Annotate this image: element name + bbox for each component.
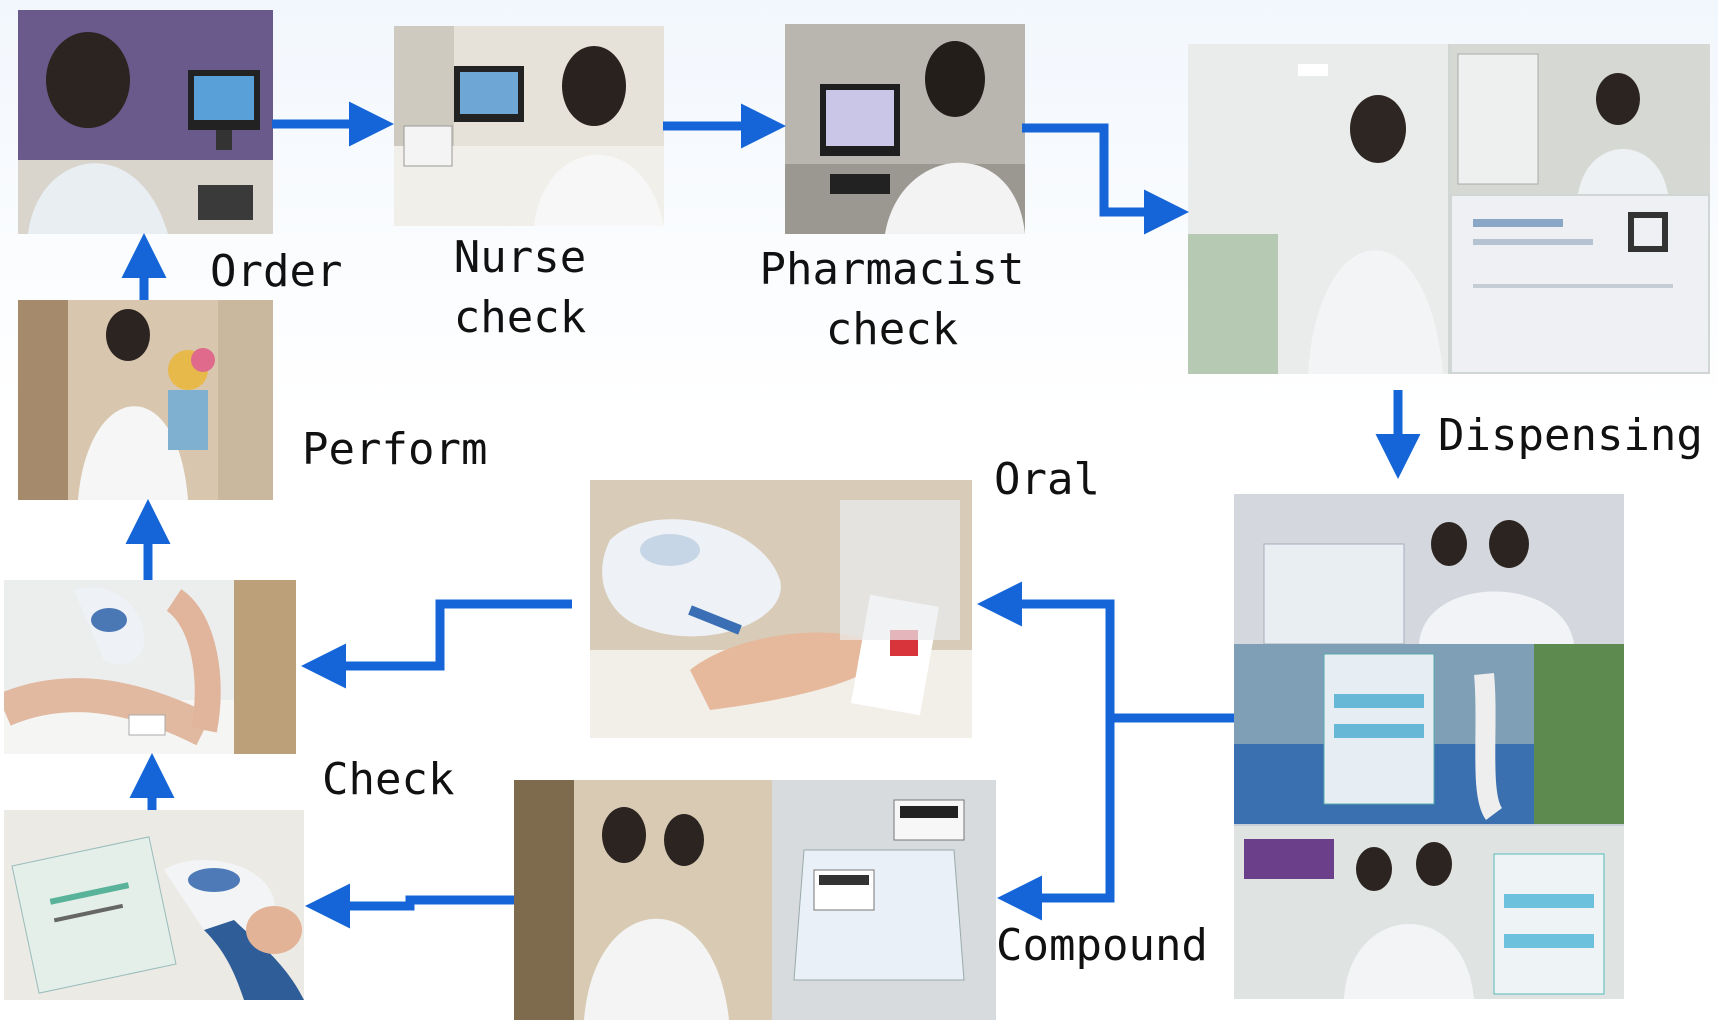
- label-pharmacist-check: Pharmacist check: [759, 244, 1025, 355]
- photo-wristband-scan: [4, 580, 296, 754]
- photo-oral: [590, 480, 972, 738]
- photo-order: [18, 10, 273, 234]
- photo-nurse-check: [394, 26, 664, 226]
- label-order: Order: [210, 246, 343, 297]
- label-nurse-check: Nurse check: [453, 232, 587, 343]
- label-check: Check: [322, 754, 455, 805]
- photo-carts: [1234, 494, 1624, 999]
- label-dispensing: Dispensing: [1438, 410, 1703, 461]
- arrow-compound-to-check: [305, 883, 514, 929]
- photo-compound: [514, 780, 996, 1020]
- photo-dispensing: [1188, 44, 1710, 374]
- photo-pharmacist-check: [785, 24, 1025, 234]
- label-compound: Compound: [996, 920, 1208, 971]
- photo-check: [4, 810, 304, 1000]
- arrow-to-compound: [997, 718, 1115, 921]
- label-oral: Oral: [994, 454, 1100, 505]
- arrow-oral-to-wristband: [301, 599, 572, 689]
- arrow-carts-branch: [977, 581, 1234, 723]
- arrow-pharmacist-to-dispensing: [1022, 123, 1189, 235]
- label-perform: Perform: [302, 424, 488, 475]
- photo-perform: [18, 300, 273, 500]
